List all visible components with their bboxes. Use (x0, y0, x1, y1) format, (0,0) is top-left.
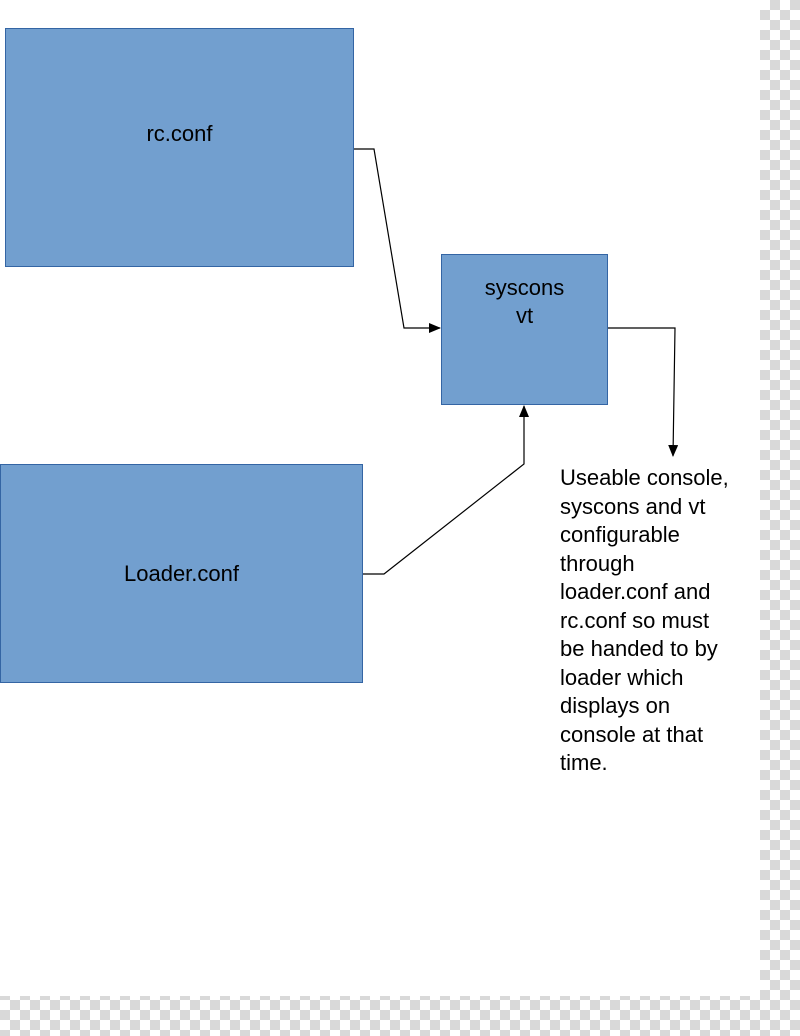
loader-conf-label: Loader.conf (124, 560, 239, 586)
rc-conf-label: rc.conf (146, 121, 213, 146)
note-line: displays on (560, 693, 671, 718)
note-line: loader.conf and (560, 579, 711, 604)
edge-loader-conf-to-syscons (363, 405, 529, 575)
note-line: console at that (560, 721, 704, 747)
description-note: Useable console, syscons and vt configur… (560, 464, 760, 778)
diagram-canvas: rc.conf Loader.conf syscons vt Useable c… (0, 28, 760, 778)
note-line: syscons and vt (560, 493, 706, 519)
note-line: Useable console, (560, 465, 729, 490)
note-line: through (560, 550, 635, 576)
note-line: be handed to by (560, 636, 718, 661)
rc-conf-node: rc.conf (5, 28, 354, 267)
edge-syscons-to-note (608, 327, 679, 457)
note-line: rc.conf so must (560, 607, 710, 633)
loader-conf-node: Loader.conf (0, 464, 363, 683)
note-line: loader which (560, 664, 684, 690)
note-line: configurable (560, 522, 680, 547)
syscons-label: syscons (484, 275, 565, 300)
vt-label: vt (515, 303, 534, 328)
syscons-vt-node: syscons vt (441, 254, 608, 405)
edge-rc-conf-to-syscons (354, 148, 441, 333)
note-line: time. (560, 750, 608, 775)
